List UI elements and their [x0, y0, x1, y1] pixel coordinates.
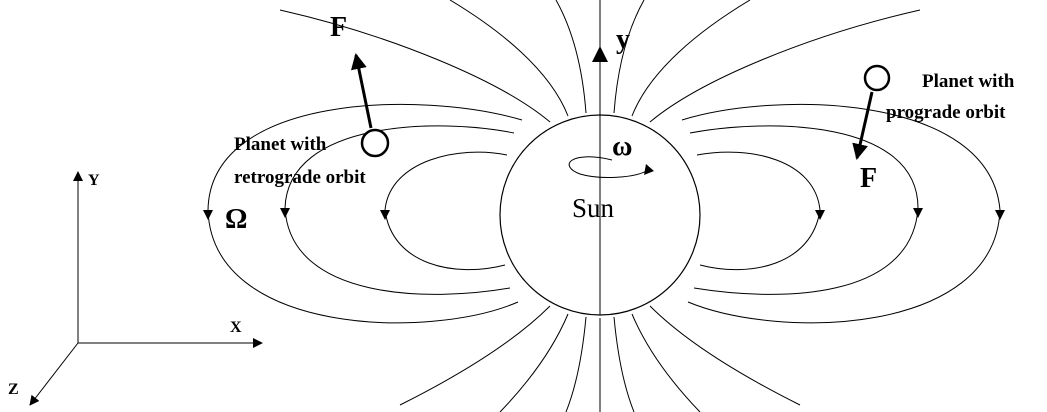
prograde-force-arrow [852, 91, 874, 160]
prograde-label-line2: prograde orbit [886, 102, 1006, 123]
field-direction-arrows [203, 208, 1005, 220]
retrograde-force-label: F [330, 12, 347, 43]
retrograde-force-arrow [350, 53, 373, 129]
retrograde-label-line2: retrograde orbit [234, 167, 366, 188]
omega-sun-label: ω [612, 131, 632, 162]
reference-frame: Y X Z [8, 171, 263, 406]
polar-field-lines-top [279, 0, 921, 123]
polar-field-lines-bottom [399, 305, 801, 412]
frame-y-label: Y [88, 172, 100, 189]
rotation-arrowhead [644, 164, 654, 175]
prograde-force-label: F [860, 163, 877, 194]
prograde-planet [863, 64, 891, 92]
sun-label: Sun [572, 193, 615, 223]
field-loops-right [681, 103, 1001, 324]
prograde-label-line1: Planet with [922, 71, 1015, 92]
sun-axis-y-label: y [616, 24, 630, 55]
omega-field-label: Ω [225, 204, 247, 235]
retrograde-label-line1: Planet with [234, 134, 327, 155]
retrograde-planet [360, 128, 390, 158]
frame-x-label: X [230, 319, 242, 336]
frame-z-label: Z [8, 381, 19, 398]
sun-rotation-arc [568, 156, 649, 178]
